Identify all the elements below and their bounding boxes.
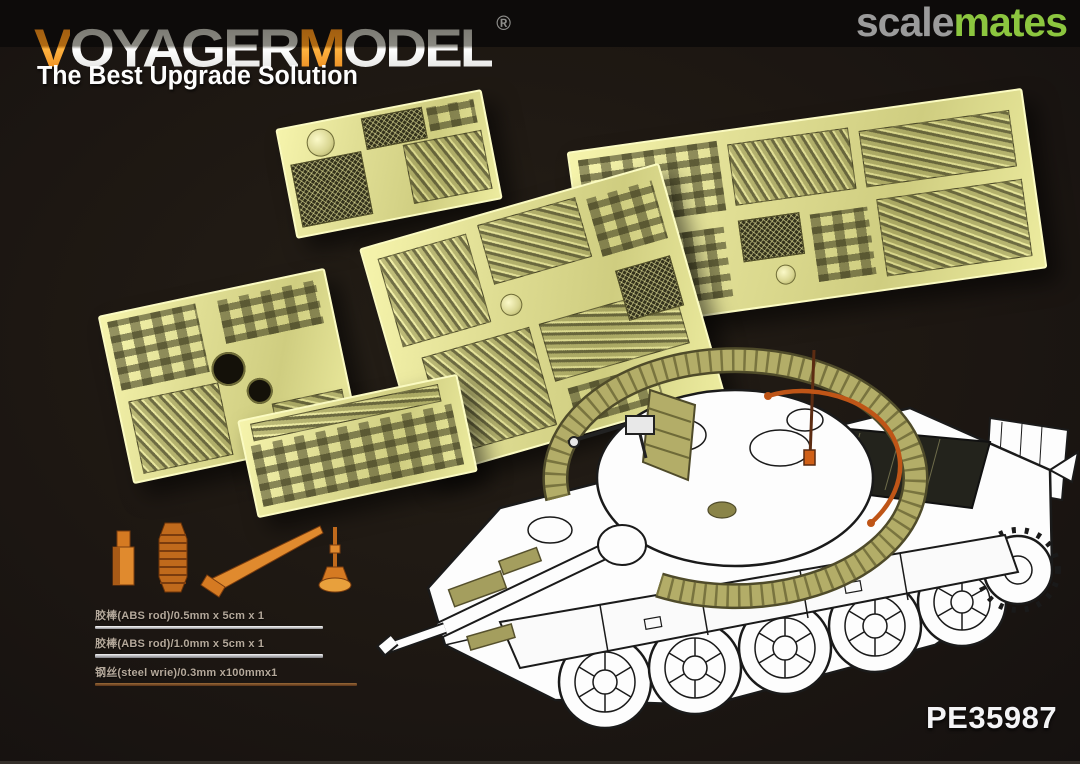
spec-label: 钢丝(steel wrie)/0.3mm x100mmx1 [95,667,278,679]
tapered-rod-part [200,525,324,598]
ribbed-muzzle-part [158,522,188,593]
logo-letters-oyager: OYAGER [69,18,301,79]
abs-rod-sample-1.0mm [95,654,323,658]
logo-letter-v: V [34,18,73,79]
turned-parts-drawing [112,522,352,598]
abs-rod-sample-0.5mm [95,626,323,629]
fret-small-parts [809,206,877,283]
spec-row-abs-rod-05: 胶棒(ABS rod)/0.5mm x 5cm x 1 [95,610,395,629]
tank-illustration [350,330,1080,760]
spec-label: 胶棒(ABS rod)/1.0mm x 5cm x 1 [95,638,265,650]
scalemates-logo: scalemates [855,0,1068,45]
road-wheel [737,600,833,696]
road-wheel [647,620,743,716]
fender-pe-parts [447,546,543,651]
fret-mesh-panel [737,212,806,263]
bottom-edge-strip [0,761,1080,764]
brand-tagline: The Best Upgrade Solution [37,61,358,91]
scalemates-logo-mates: mates [953,0,1068,45]
spec-row-steel-wire: 钢丝(steel wrie)/0.3mm x100mmx1 [95,667,395,686]
turned-brass-parts [95,505,365,605]
top-black-band [0,0,1080,47]
included-materials-list: 胶棒(ABS rod)/0.5mm x 5cm x 1 胶棒(ABS rod)/… [95,610,395,695]
spec-row-abs-rod-10: 胶棒(ABS rod)/1.0mm x 5cm x 1 [95,638,395,658]
voyager-model-logo: VOYAGERMODEL® [34,14,511,78]
tank-line-drawing [375,347,1080,730]
turret-stowage-rack-pe [542,347,929,610]
logo-letters-odel: ODEL [343,18,495,79]
stepped-collar-part [112,530,135,586]
machine-gun [567,415,655,459]
product-code: PE35987 [926,700,1058,735]
spec-label: 胶棒(ABS rod)/0.5mm x 5cm x 1 [95,610,265,622]
steel-wire-sample-0.3mm [95,683,357,686]
scalemates-logo-scale: scale [855,0,955,45]
fret-mesh-panel [290,151,374,228]
registered-trademark-icon: ® [496,13,511,35]
gun-barrel [375,524,647,658]
logo-letter-m: M [297,18,346,79]
antenna [803,349,816,466]
tow-cable [764,388,903,527]
antenna-base-part [318,527,352,593]
